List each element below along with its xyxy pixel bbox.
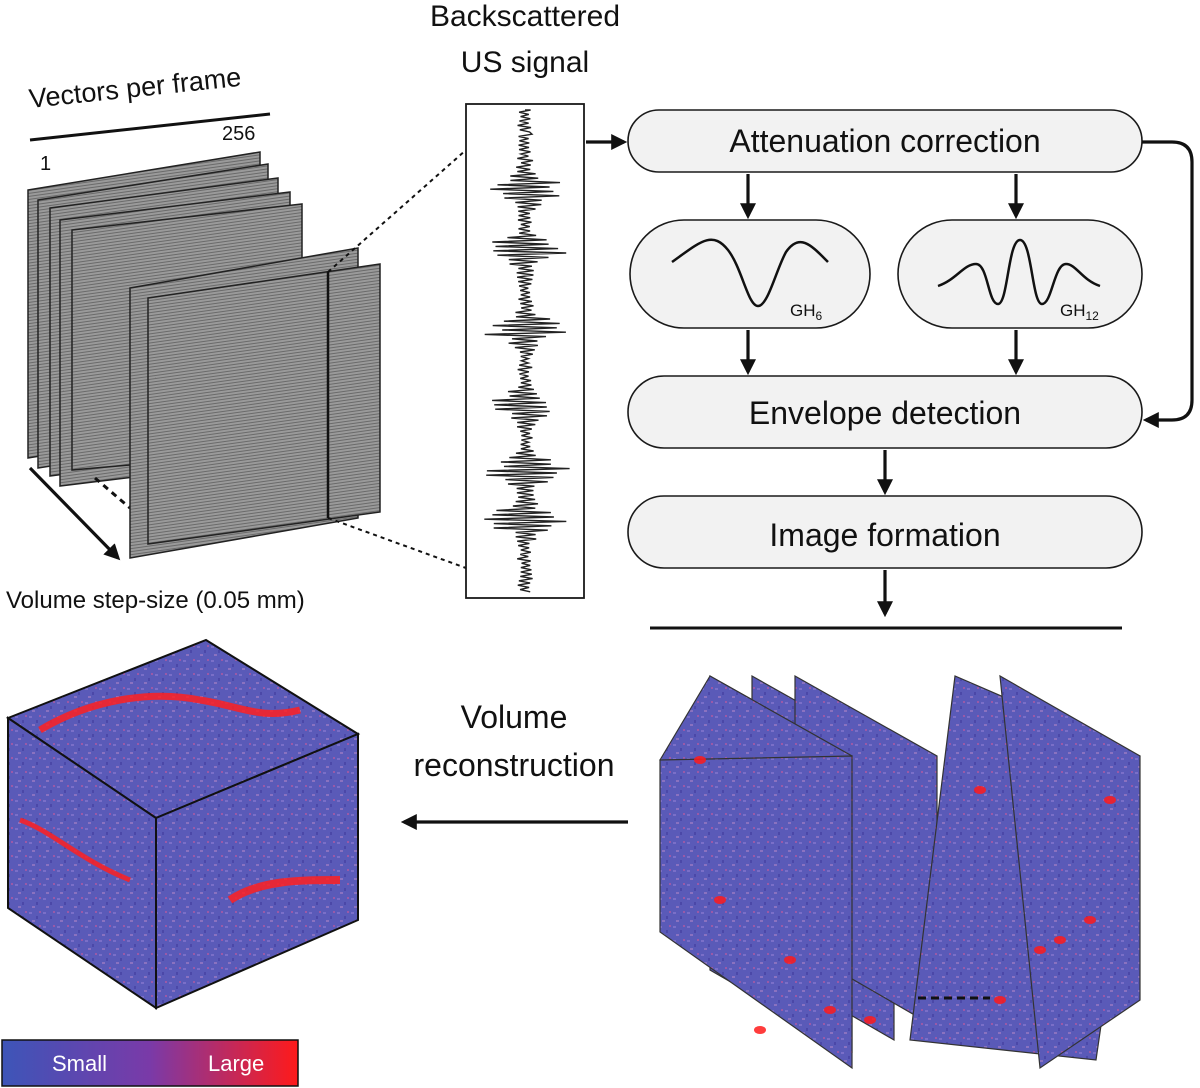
stack-ellipsis xyxy=(94,476,131,510)
map-hotspot xyxy=(1054,936,1066,944)
map-hotspot xyxy=(1104,796,1116,804)
gh12-label: GH12 xyxy=(1060,301,1099,323)
map-hotspot xyxy=(784,956,796,964)
bypass-arrow xyxy=(1142,140,1194,428)
map-hotspot xyxy=(994,996,1006,1004)
map-hotspot xyxy=(864,1016,876,1024)
map-hotspot xyxy=(1034,946,1046,954)
parametric-map-stack xyxy=(659,674,1141,1070)
map-hotspot xyxy=(1084,916,1096,924)
envelope-detection-label: Envelope detection xyxy=(749,395,1021,431)
map-hotspot xyxy=(694,756,706,764)
map-hotspot xyxy=(714,896,726,904)
vectors-per-frame-label: Vectors per frame xyxy=(27,62,242,114)
volume-reconstruction: Volume reconstruction xyxy=(400,699,628,830)
signal-title-line2: US signal xyxy=(461,46,589,79)
image-formation-box xyxy=(627,495,1143,569)
envelope-detection-box xyxy=(627,375,1143,449)
rf-waveform xyxy=(484,109,570,593)
gh12-filter-box xyxy=(897,219,1143,329)
vector-end-label: 256 xyxy=(222,123,255,145)
volume-step-label: Volume step-size (0.05 mm) xyxy=(6,587,305,614)
vector-start-label: 1 xyxy=(40,153,51,175)
rf-frame-front xyxy=(147,263,381,545)
reconstructed-volume-cube xyxy=(5,638,361,1010)
parametric-map xyxy=(999,674,1141,1070)
colorbar xyxy=(1,1039,299,1087)
colorbar-max-label: Large xyxy=(208,1051,264,1076)
gh6-filter-box xyxy=(629,219,871,329)
attenuation-correction-label: Attenuation correction xyxy=(729,123,1040,159)
map-hotspot xyxy=(754,1026,766,1034)
gh12-wavelet-icon xyxy=(937,238,1101,306)
map-hotspot xyxy=(974,786,986,794)
image-formation-label: Image formation xyxy=(769,517,1000,553)
map-hotspot xyxy=(824,1006,836,1014)
volume-step-arrow xyxy=(28,466,121,561)
processing-flowchart: Attenuation correction GH6 GH12 Envelope… xyxy=(586,109,1194,630)
zoom-guide-top xyxy=(327,149,467,273)
colorbar-legend: Small Large xyxy=(1,1039,299,1087)
gh6-wavelet-icon xyxy=(671,238,829,308)
gh6-label: GH6 xyxy=(790,301,823,323)
cube-red-vessel xyxy=(38,692,301,734)
zoom-guide-bottom xyxy=(327,517,467,569)
colorbar-min-label: Small xyxy=(52,1051,107,1076)
cube-red-vessel xyxy=(227,876,341,904)
map-hotspots xyxy=(694,756,1116,1034)
rf-signal-panel: Backscattered US signal xyxy=(430,0,620,599)
signal-title-line1: Backscattered xyxy=(430,0,620,33)
reconstruction-line1: Volume xyxy=(461,699,568,735)
cube-red-vessel xyxy=(19,817,131,883)
vectors-axis-line xyxy=(29,112,271,142)
parametric-map xyxy=(659,755,853,1070)
reconstruction-line2: reconstruction xyxy=(414,747,615,783)
rf-frame-stack: Vectors per frame 1 256 Volume step-size… xyxy=(6,62,467,614)
